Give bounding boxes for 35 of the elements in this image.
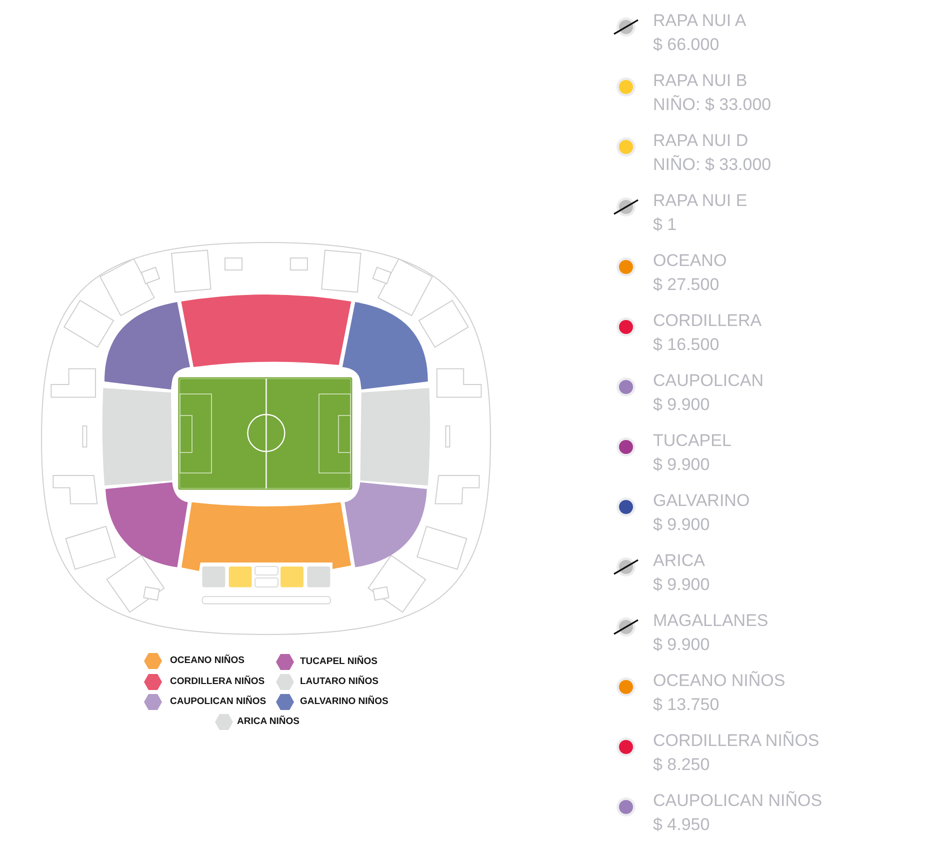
price-text: $ 9.900 [653,515,710,535]
legend-label: TUCAPEL NIÑOS [300,656,378,668]
legend-label: CORDILLERA NIÑOS [170,676,265,688]
price-text: $ 16.500 [653,335,720,355]
price-text: $ 4.950 [653,815,710,835]
price-text: $ 9.900 [653,395,710,415]
price-text: $ 9.900 [653,575,710,595]
section-name: OCEANO [653,251,727,271]
section-name: CAUPOLICAN [653,371,764,391]
section-name: OCEANO NIÑOS [653,671,786,691]
section-name: TUCAPEL [653,431,732,451]
legend-label: ARICA NIÑOS [237,716,300,728]
legend-label: GALVARINO NIÑOS [300,696,388,708]
price-text: $ 8.250 [653,755,710,775]
section-name: GALVARINO [653,491,750,511]
price-text: $ 13.750 [653,695,720,715]
legend-label: LAUTARO NIÑOS [300,676,378,688]
section-name: MAGALLANES [653,611,768,631]
price-text: $ 9.900 [653,635,710,655]
legend-label: OCEANO NIÑOS [170,655,244,667]
section-name: RAPA NUI B [653,71,748,91]
legend-label: CAUPOLICAN NIÑOS [170,696,266,708]
price-text: $ 66.000 [653,35,720,55]
section-name: CAUPOLICAN NIÑOS [653,791,822,811]
price-text: $ 1 [653,215,677,235]
section-name: CORDILLERA [653,311,762,331]
section-name: RAPA NUI D [653,131,748,151]
section-name: RAPA NUI E [653,191,748,211]
section-name: RAPA NUI A [653,11,746,31]
price-text: NIÑO: $ 33.000 [653,95,772,115]
price-text: $ 27.500 [653,275,720,295]
price-text: NIÑO: $ 33.000 [653,155,772,175]
section-name: ARICA [653,551,705,571]
section-name: CORDILLERA NIÑOS [653,731,820,751]
price-text: $ 9.900 [653,455,710,475]
